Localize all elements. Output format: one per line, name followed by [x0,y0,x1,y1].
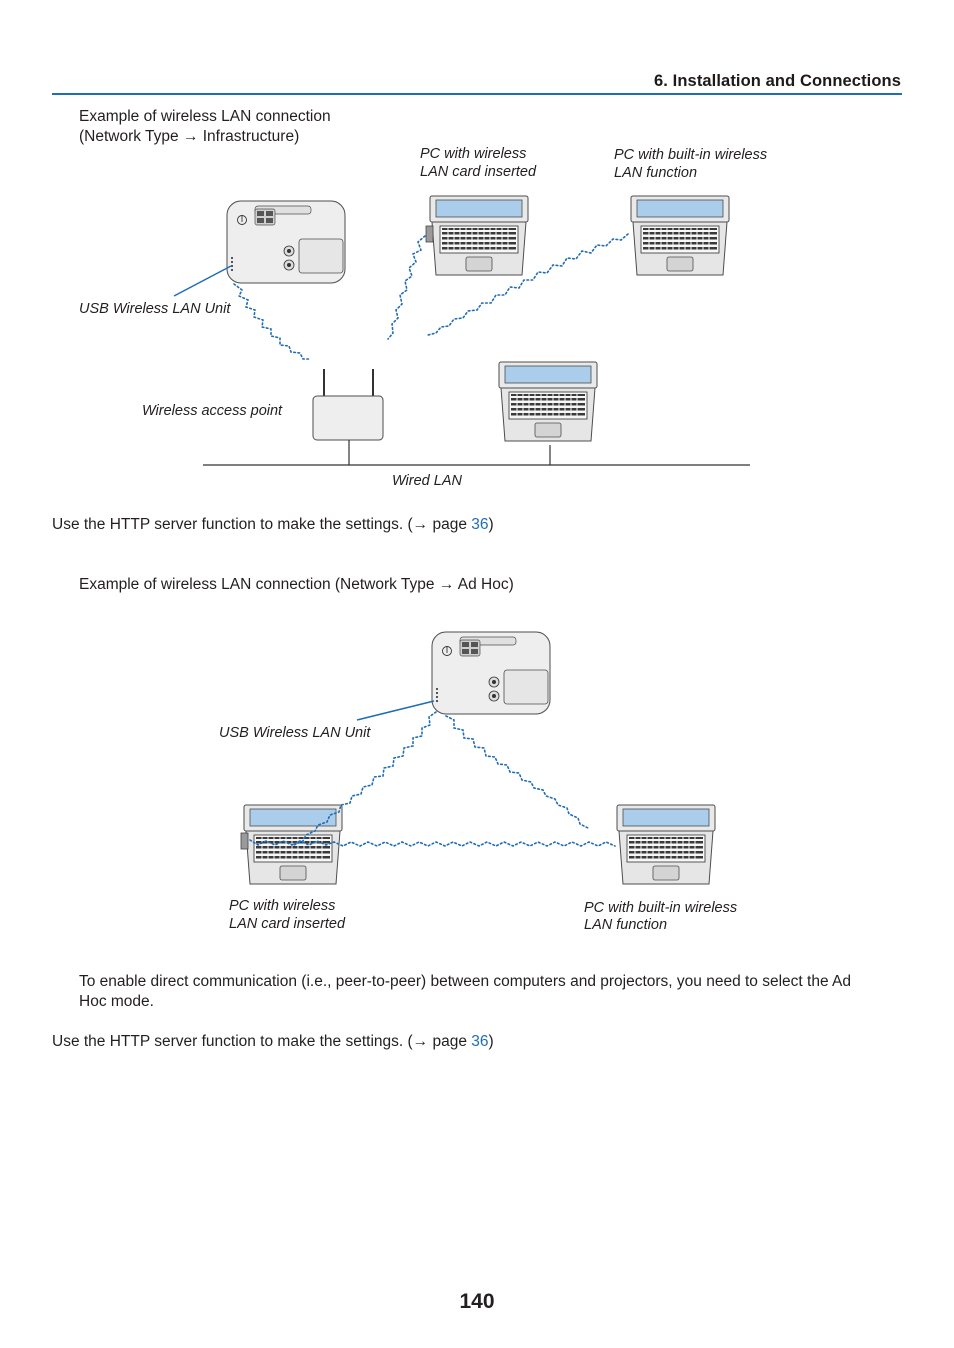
usb-unit-callout-line [173,265,232,297]
label-pc-wireless-card-adhoc-line2: LAN card inserted [229,916,346,932]
label-pc-builtin-adhoc-line2: LAN function [584,917,668,933]
wireless-signal-between-pcs [249,839,616,847]
laptop-wireless-card [425,195,529,276]
note-text: Use the HTTP server function to make the… [52,516,472,533]
wired-lan-line [203,440,750,466]
wireless-signal-projector-to-builtin-pc [445,715,589,829]
adhoc-settings-note: Use the HTTP server function to make the… [52,1032,494,1052]
wireless-signal-builtin-pc [427,233,629,336]
laptop-wireless-card-adhoc [240,804,343,885]
projector-illustration-adhoc [431,631,551,715]
wireless-card-icon [240,832,249,850]
note-suffix: ) [488,1033,494,1050]
laptop-builtin-wireless-adhoc [616,804,716,885]
infrastructure-settings-note: Use the HTTP server function to make the… [52,515,494,535]
label-wireless-access-point: Wireless access point [142,403,283,419]
label-pc-builtin-line2: LAN function [614,165,698,181]
label-usb-wireless-lan-unit-adhoc: USB Wireless LAN Unit [219,725,371,741]
adhoc-intro: Example of wireless LAN connection (Netw… [79,576,514,593]
wireless-signal-projector [233,283,312,360]
wireless-access-point-icon [312,369,384,441]
adhoc-paragraph-line1: To enable direct communication (i.e., pe… [79,973,851,990]
label-pc-builtin-adhoc-line1: PC with built-in wireless [584,900,738,916]
projector-illustration [226,200,346,284]
page-link[interactable]: 36 [471,516,489,533]
label-pc-builtin-line1: PC with built-in wireless [614,147,768,163]
label-pc-wireless-card-line2: LAN card inserted [420,164,537,180]
usb-unit-callout-line-adhoc [356,700,435,721]
header-divider [52,93,902,95]
laptop-wired [498,361,598,442]
infrastructure-intro-line1: Example of wireless LAN connection [79,108,331,125]
label-usb-wireless-lan-unit: USB Wireless LAN Unit [79,301,231,317]
note-text: Use the HTTP server function to make the… [52,1033,472,1050]
note-suffix: ) [488,516,494,533]
wireless-signal-card-pc [387,235,426,340]
page-number: 140 [459,1290,495,1313]
wireless-card-icon [425,225,434,243]
label-pc-wireless-card-line1: PC with wireless [420,146,527,162]
label-wired-lan: Wired LAN [392,473,462,489]
infrastructure-intro-line2: (Network Type → Infrastructure) [79,128,300,145]
page-link[interactable]: 36 [471,1033,489,1050]
section-title: 6. Installation and Connections [654,72,901,90]
laptop-builtin-wireless [630,195,730,276]
label-pc-wireless-card-adhoc-line1: PC with wireless [229,898,336,914]
adhoc-paragraph-line2: Hoc mode. [79,993,154,1010]
